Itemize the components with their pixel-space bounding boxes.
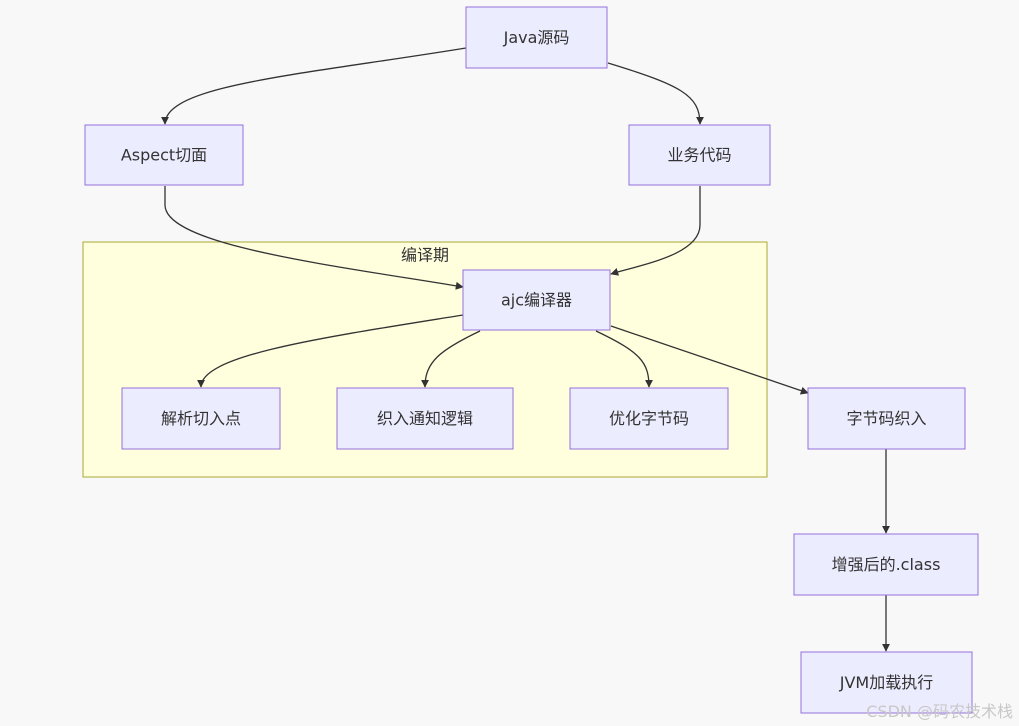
node-optimize-bytecode[interactable]: 优化字节码 [569, 387, 729, 450]
node-ajc-compiler-label: ajc编译器 [501, 291, 572, 310]
node-enhanced-class-label: 增强后的.class [832, 555, 941, 574]
node-bytecode-weaving-label: 字节码织入 [846, 409, 926, 428]
node-java-source[interactable]: Java源码 [465, 6, 608, 69]
node-jvm-exec-label: JVM加载执行 [839, 673, 933, 692]
edge-java-to-business [607, 62, 704, 125]
node-optimize-bytecode-label: 优化字节码 [609, 409, 689, 428]
node-business-code[interactable]: 业务代码 [628, 124, 771, 186]
node-weave-advice[interactable]: 织入通知逻辑 [336, 387, 514, 450]
edge-ajc-to-bytecode-weaving [610, 325, 809, 395]
edge-business-to-ajc [610, 186, 701, 276]
compile-phase-cluster-label: 编译期 [401, 246, 449, 265]
csdn-watermark: CSDN @码农技术栈 [866, 702, 1013, 721]
node-ajc-compiler[interactable]: ajc编译器 [462, 269, 611, 331]
edge-ajc-to-parse [197, 314, 464, 388]
node-weave-advice-label: 织入通知逻辑 [377, 409, 473, 428]
node-aspect[interactable]: Aspect切面 [84, 124, 244, 186]
edge-java-to-aspect [161, 47, 467, 125]
node-jvm-exec[interactable]: JVM加载执行 [800, 651, 973, 714]
edge-ajc-to-optimize [595, 330, 653, 388]
node-aspect-label: Aspect切面 [121, 146, 207, 165]
node-business-code-label: 业务代码 [667, 146, 731, 165]
node-bytecode-weaving[interactable]: 字节码织入 [807, 387, 966, 450]
node-parse-pointcut-label: 解析切入点 [161, 409, 241, 428]
node-enhanced-class[interactable]: 增强后的.class [793, 533, 979, 596]
node-parse-pointcut[interactable]: 解析切入点 [121, 387, 281, 450]
edge-ajc-to-weave [421, 330, 481, 388]
node-java-source-label: Java源码 [503, 28, 570, 47]
edge-aspect-to-ajc [164, 186, 464, 290]
edges [161, 47, 890, 652]
